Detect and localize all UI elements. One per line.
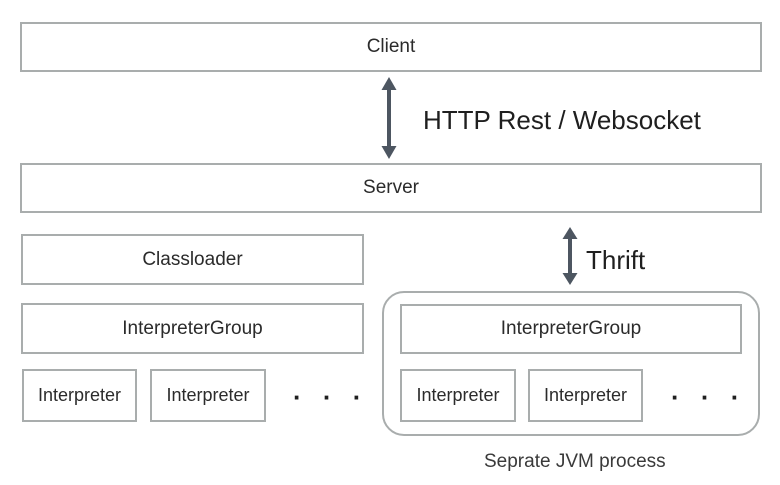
interpreter-group-box-right: InterpreterGroup [400, 304, 742, 354]
interpreter-box-right-1: Interpreter [400, 369, 516, 422]
server-label: Server [363, 177, 419, 198]
more-interpreters-ellipsis-right: · · · [671, 382, 747, 412]
client-box: Client [20, 22, 762, 72]
interpreter-label: Interpreter [37, 385, 122, 405]
thrift-label: Thrift [586, 245, 646, 275]
interpreter-box-left-2: Interpreter [150, 369, 266, 422]
interpreter-group-box-left: InterpreterGroup [21, 303, 364, 354]
jvm-process-caption: Seprate JVM process [484, 451, 666, 472]
classloader-label: Classloader [142, 248, 243, 270]
classloader-box: Classloader [21, 234, 364, 285]
more-interpreters-ellipsis-left: · · · [293, 382, 369, 412]
thrift-double-arrow-icon [562, 227, 578, 285]
client-label: Client [366, 36, 416, 57]
interpreter-label: Interpreter [543, 385, 628, 405]
interpreter-box-right-2: Interpreter [528, 369, 643, 422]
interpreter-group-label-left: InterpreterGroup [122, 317, 263, 339]
interpreter-group-label-right: InterpreterGroup [500, 318, 642, 339]
http-double-arrow-icon [381, 77, 397, 159]
http-rest-websocket-label: HTTP Rest / Websocket [423, 105, 701, 135]
interpreter-label: Interpreter [166, 385, 250, 405]
server-box: Server [20, 163, 762, 213]
interpreter-box-left-1: Interpreter [22, 369, 137, 422]
interpreter-label: Interpreter [416, 385, 500, 405]
